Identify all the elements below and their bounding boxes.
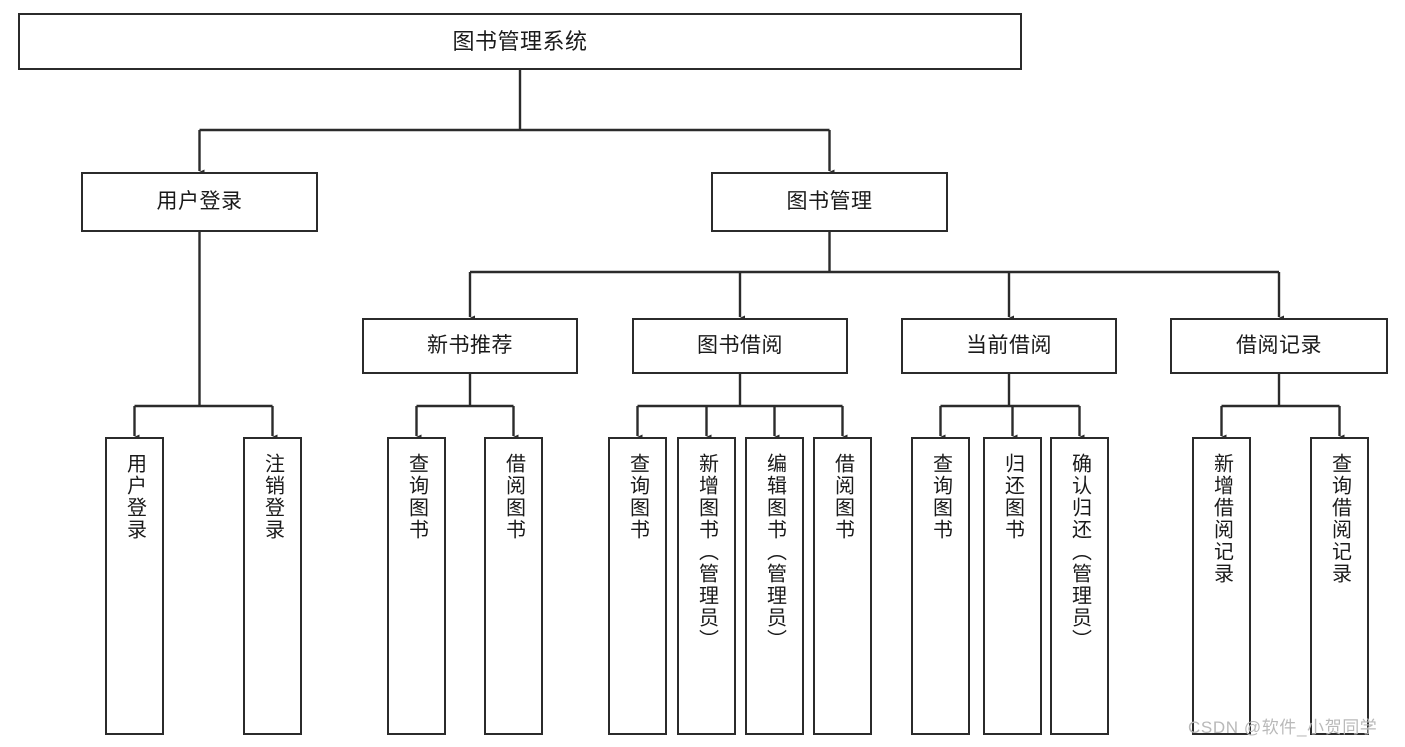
node-cu-confirm[interactable]: 确认归还（管理员） [1050,437,1109,735]
node-newbook[interactable]: 新书推荐 [362,318,578,374]
node-nb-borrow[interactable]: 借阅图书 [484,437,543,735]
node-label-nb-borrow: 借阅图书 [502,453,525,541]
node-current[interactable]: 当前借阅 [901,318,1117,374]
node-label-borrow: 图书借阅 [697,333,783,357]
node-label-newbook: 新书推荐 [427,333,513,357]
node-label-cu-query: 查询图书 [929,453,952,541]
node-rc-query[interactable]: 查询借阅记录 [1310,437,1369,735]
node-login[interactable]: 用户登录 [81,172,318,232]
node-cu-return[interactable]: 归还图书 [983,437,1042,735]
node-label-bo-add: 新增图书（管理员） [695,453,718,651]
node-label-bo-query: 查询图书 [626,453,649,541]
node-nb-query[interactable]: 查询图书 [387,437,446,735]
node-label-records: 借阅记录 [1236,333,1322,357]
node-label-cu-return: 归还图书 [1001,453,1024,541]
node-label-bo-lend: 借阅图书 [831,453,854,541]
node-label-bo-edit: 编辑图书（管理员） [763,453,786,651]
node-label-login-out: 注销登录 [261,453,284,541]
node-bo-lend[interactable]: 借阅图书 [813,437,872,735]
node-root[interactable]: 图书管理系统 [18,13,1022,70]
node-label-nb-query: 查询图书 [405,453,428,541]
node-rc-add[interactable]: 新增借阅记录 [1192,437,1251,735]
node-login-in[interactable]: 用户登录 [105,437,164,735]
node-label-cu-confirm: 确认归还（管理员） [1068,453,1091,651]
watermark: CSDN @软件_小贺同学 [1188,718,1378,737]
node-label-login: 用户登录 [156,189,243,213]
node-label-rc-query: 查询借阅记录 [1328,453,1351,585]
node-bookmgmt[interactable]: 图书管理 [711,172,948,232]
node-login-out[interactable]: 注销登录 [243,437,302,735]
node-bo-add[interactable]: 新增图书（管理员） [677,437,736,735]
node-label-current: 当前借阅 [966,333,1052,357]
node-label-bookmgmt: 图书管理 [786,189,873,213]
node-bo-edit[interactable]: 编辑图书（管理员） [745,437,804,735]
node-label-rc-add: 新增借阅记录 [1210,453,1233,585]
node-records[interactable]: 借阅记录 [1170,318,1388,374]
node-label-root: 图书管理系统 [452,28,588,54]
node-bo-query[interactable]: 查询图书 [608,437,667,735]
node-label-login-in: 用户登录 [123,453,146,541]
node-cu-query[interactable]: 查询图书 [911,437,970,735]
node-borrow[interactable]: 图书借阅 [632,318,848,374]
